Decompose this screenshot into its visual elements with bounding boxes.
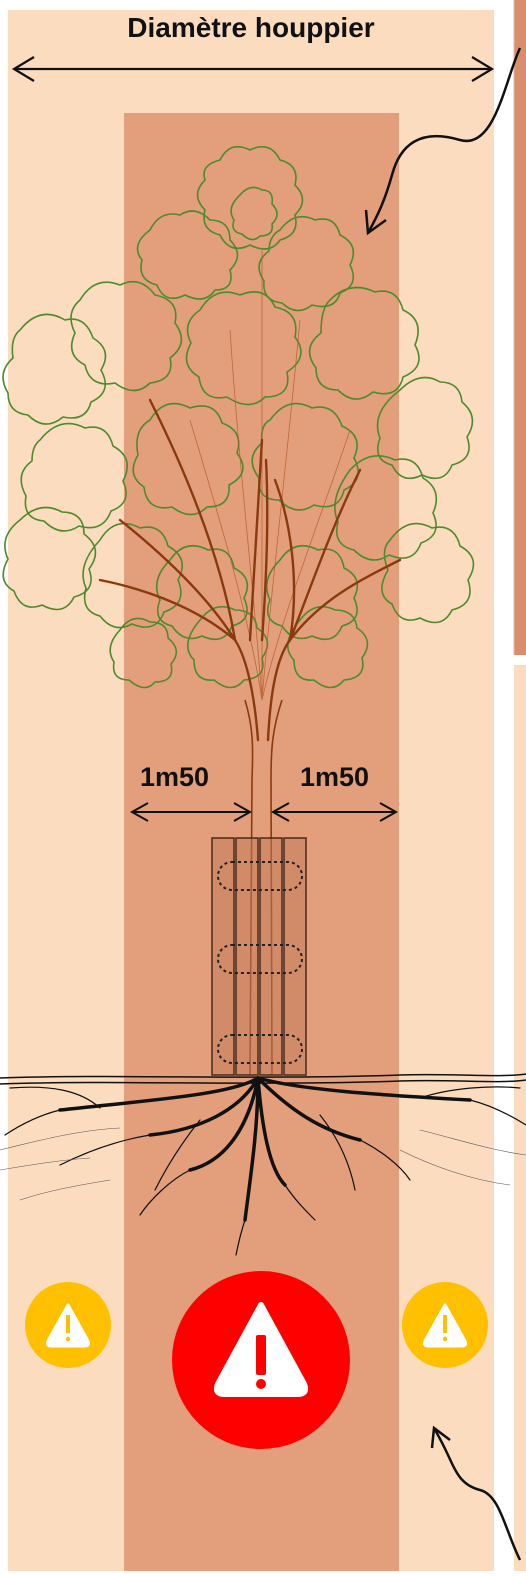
warning-icon-red-center [172,1271,350,1449]
warning-icon-yellow-left [25,1282,111,1368]
roots [0,1076,526,1256]
guard-plank-1 [211,837,235,1076]
guard-tie-top [217,861,303,891]
curved-arrow-bottom [430,1425,522,1561]
left-distance-label: 1m50 [140,762,210,792]
guard-tie-middle [217,944,303,974]
crown-diameter-label: Diamètre houppier [127,12,375,43]
warning-icon-yellow-right [402,1282,488,1368]
right-panel-bottom [514,665,526,1571]
right-distance-label: 1m50 [300,762,370,792]
branches [98,398,402,742]
right-panel-top [514,0,526,655]
crown-diameter-arrow [11,56,495,82]
guard-plank-4 [283,837,307,1076]
guard-plank-3 [259,837,283,1076]
inner-twigs [189,250,351,701]
guard-tie-bottom [217,1034,303,1064]
foliage [2,145,475,689]
tree-guard [211,837,307,1076]
distance-arrows [129,802,399,822]
guard-ties [217,861,303,1064]
trunk [244,699,283,1076]
curved-arrow-top [364,47,522,236]
ground-line [0,1073,526,1085]
guard-plank-2 [235,837,259,1076]
